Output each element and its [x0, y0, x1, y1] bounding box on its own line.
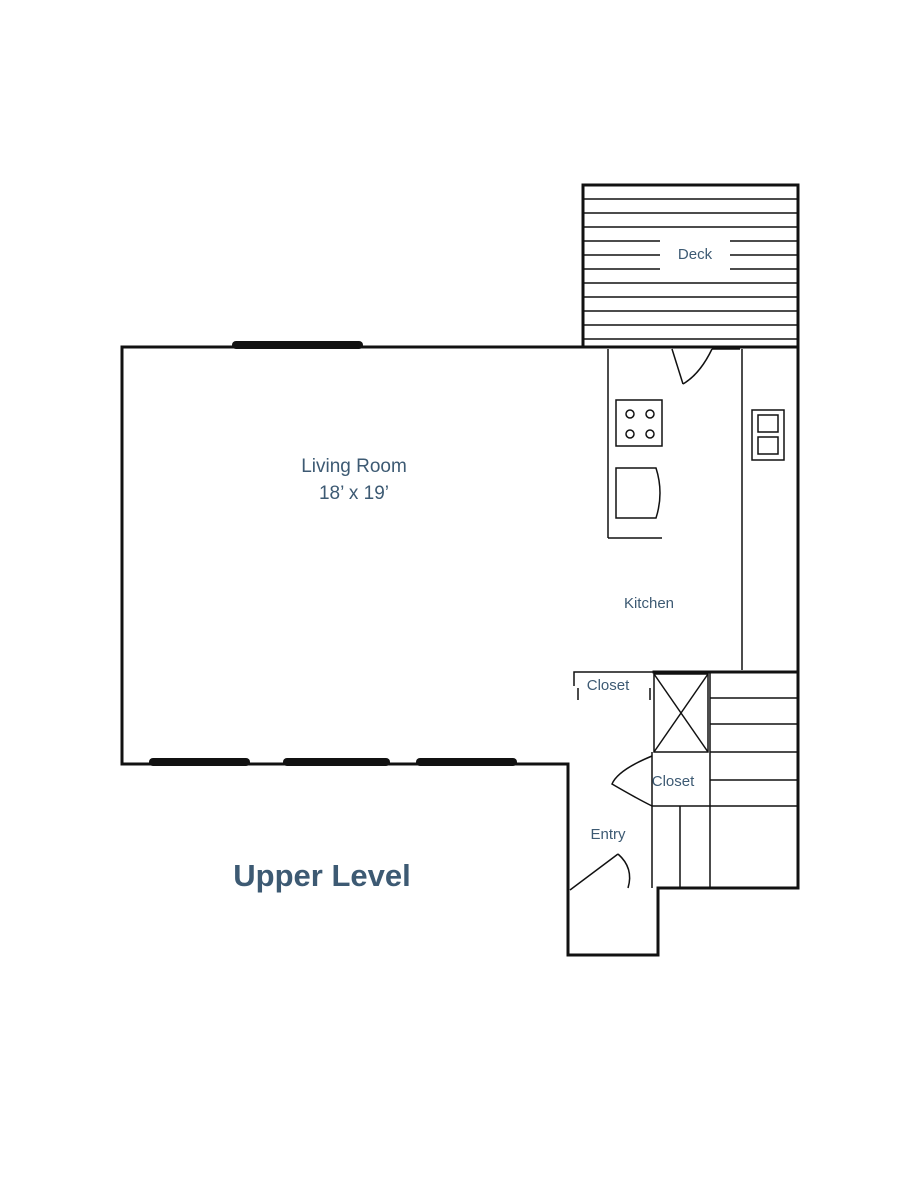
kitchen-counter-right: [741, 349, 785, 670]
closet-upper-structure: [573, 670, 800, 700]
deck: [581, 183, 800, 349]
stairs: [651, 672, 798, 888]
kitchen-counter-left: [607, 349, 663, 539]
entry-label: Entry: [590, 826, 626, 843]
closet-lower-structure: [611, 752, 653, 807]
closet-lower-label: Closet: [652, 773, 695, 790]
kitchen-label: Kitchen: [624, 595, 674, 612]
windows: [149, 341, 517, 766]
shaft-x: [653, 673, 709, 753]
living-room-walls: [120, 183, 800, 957]
plan-title: Upper Level: [233, 858, 410, 893]
living-room-name: Living Room: [301, 456, 407, 477]
entry-door: [569, 853, 631, 891]
deck-door: [671, 348, 740, 385]
living-room-size: 18’ x 19’: [319, 483, 389, 504]
deck-label: Deck: [678, 246, 713, 263]
closet-upper-label: Closet: [587, 677, 630, 694]
